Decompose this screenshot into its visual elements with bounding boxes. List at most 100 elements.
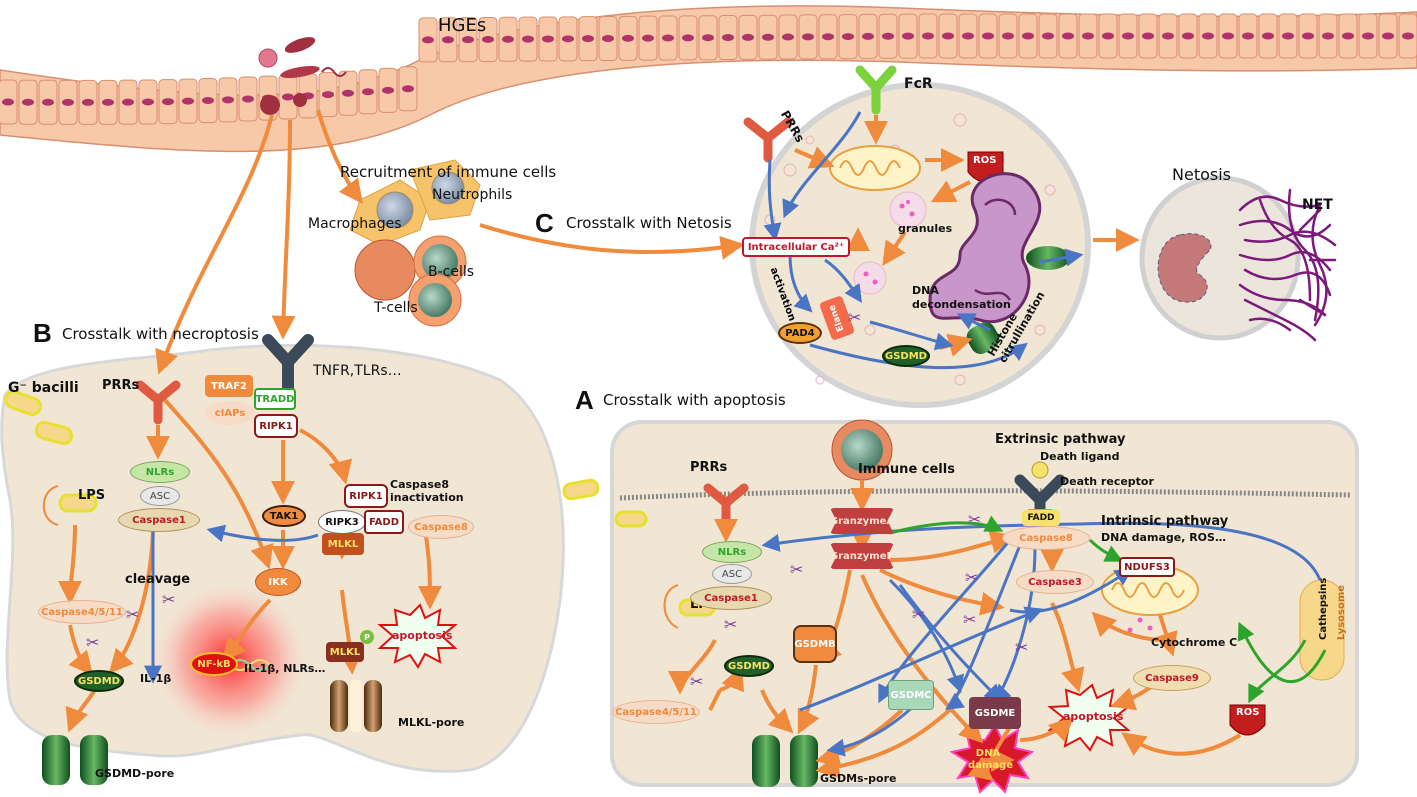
bcells-label: B-cells [428,264,475,280]
epithelial-nucleus [722,34,734,42]
epithelial-nucleus [322,91,334,99]
extrinsic-label: Extrinsic pathway [995,432,1126,447]
epithelial-nucleus [1162,32,1174,40]
epithelial-nucleus [342,89,354,97]
netosis-nucleus [928,172,1042,324]
gsdmd-node-a: GSDMD [724,655,774,677]
apoptosis-label-b: apoptosis [392,629,453,642]
epithelial-nucleus [1122,32,1134,40]
epithelial-nucleus [1382,32,1394,40]
panel-b-letter: B [33,318,52,348]
death-receptor-label: Death receptor [1060,475,1154,488]
nfkb-node: NF-kB [190,652,238,676]
epithelial-nucleus [402,85,414,93]
epithelial-nucleus [222,96,234,104]
gsdmd-pore-b [42,735,108,785]
asc-node-b: ASC [140,486,180,506]
epithelial-nucleus [382,86,394,94]
epithelial-nucleus [1022,32,1034,40]
epithelial-nucleus [202,97,214,105]
epithelial-nucleus [822,33,834,41]
epithelial-nucleus [1182,32,1194,40]
epithelial-nucleus [122,98,134,106]
epithelial-nucleus [362,88,374,96]
gsdmd-node-c: GSDMD [882,345,930,367]
prrs-receptor-c [743,117,793,163]
epithelial-nucleus [602,34,614,42]
epithelial-nucleus [882,32,894,40]
epithelial-nucleus [642,34,654,42]
caspase8-inactivation-label: Caspase8 inactivation [390,478,464,504]
ripk1-node-b2: RIPK1 [344,484,388,508]
green-arrows [889,515,1327,704]
epithelial-nucleus [782,33,794,41]
cleavage-label: cleavage [125,572,191,587]
prrs-label-b: PRRs [102,378,140,393]
epithelial-nucleus [1322,32,1334,40]
scissors-icon: ✂ [86,633,100,652]
granules-vesicle [889,191,927,229]
lysosome [1299,579,1345,681]
epithelial-nucleus [1002,32,1014,40]
epithelial-nucleus [102,98,114,106]
epithelial-nucleus [902,32,914,40]
mlkl-pore-label: MLKL-pore [398,716,465,729]
cell-membrane-a [619,488,1351,501]
epithelial-nucleus [1142,32,1154,40]
epithelial-nucleus [1242,32,1254,40]
scissors-icon: ✂ [848,308,862,327]
epithelial-nucleus [682,34,694,42]
ripk1-node: RIPK1 [254,414,298,438]
epithelial-nucleus [582,35,594,43]
epithelial-nucleus [1262,32,1274,40]
mlkl-pore [330,680,382,732]
netosis-label: Netosis [1172,165,1231,184]
fadd-node-a: FADD [1022,510,1060,526]
panel-c-letter: C [535,208,554,238]
gsdme-node: GSDME [969,697,1021,729]
epithelial-nucleus [1362,32,1374,40]
granzymeb-node: GranzymeB [830,543,894,569]
epithelial-nucleus [422,36,434,44]
mlkl-node: MLKL [322,533,364,555]
histone-barrel-bottom [966,322,1000,354]
epithelial-nucleus [22,98,34,106]
tcells-label: T-cells [374,300,418,316]
tnfr-label: TNFR,TLRs… [313,363,402,379]
scissors-icon: ✂ [690,672,704,691]
ros-label-a: ROS [1236,707,1260,718]
epithelial-nucleus [42,98,54,106]
cytochrome-c-label: Cytochrome C [1151,636,1238,649]
granzymea-node: GranzymeA [830,508,894,534]
nlrs-node-a: NLRs [702,541,762,563]
epithelial-nucleus [522,35,534,43]
caspase1-node-b: Caspase1 [118,508,200,532]
fadd-node-b: FADD [364,510,404,534]
epithelial-nucleus [562,35,574,43]
epithelial-nucleus [502,35,514,43]
epithelial-nucleus [1402,32,1414,40]
epithelial-nucleus [1042,32,1054,40]
scissors-icon: ✂ [963,610,977,629]
tradd-node: TRADD [254,388,296,410]
epithelial-nucleus [1302,32,1314,40]
dna-damage-ros-label: DNA damage, ROS… [1101,531,1226,544]
epithelial-nucleus [622,34,634,42]
epithelial-nucleus [462,36,474,44]
caspase4511-node-b: Caspase4/5/11 [38,600,126,624]
ikk-node: IKK [255,568,301,596]
pad4-node: PAD4 [778,322,822,344]
epithelial-nucleus [842,33,854,41]
scissors-icon: ✂ [968,510,982,529]
lysosome-label: Lysosome [1336,584,1347,640]
ciaps-node: cIAPs [205,401,255,425]
il1b-label-b: IL-1β [140,672,172,685]
epithelial-nucleus [182,97,194,105]
scissors-icon: ✂ [724,615,738,634]
gsdmd-node-b: GSDMD [74,670,124,692]
mitochondrion-c [829,145,921,191]
dna-damage-label: DNA damage [968,748,1014,771]
bacteria-cluster [258,37,347,115]
panel-c-title: Crosstalk with Netosis [566,214,732,232]
